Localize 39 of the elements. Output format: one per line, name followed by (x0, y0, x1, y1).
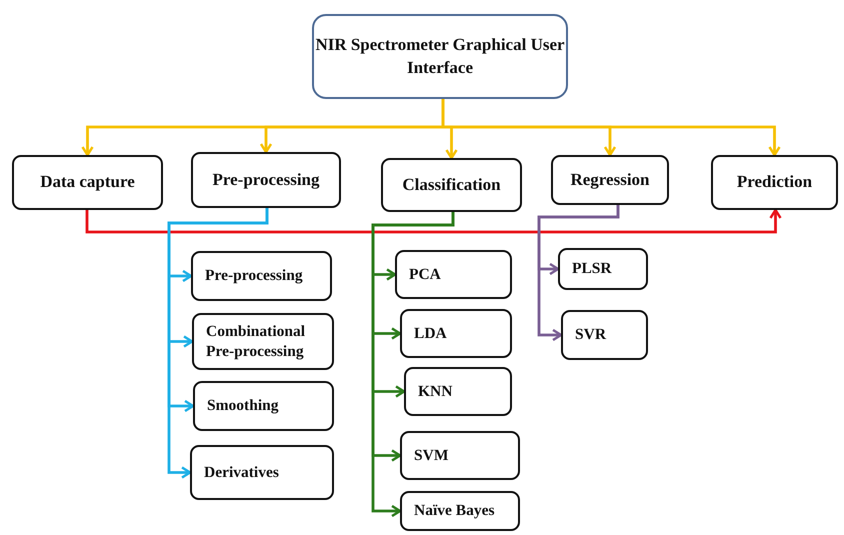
box-label: Pre-processing (212, 168, 320, 191)
connector-arrow (86, 208, 782, 234)
box-label: Classification (402, 174, 501, 196)
process-box (561, 310, 648, 360)
process-box (191, 251, 332, 301)
box-label: KNN (418, 382, 452, 402)
box-label: NIR Spectrometer Graphical User Interface (314, 34, 566, 78)
box-label: PCA (409, 264, 441, 284)
box-label: Combinational Pre-processing (206, 322, 306, 361)
box-label: SVM (414, 446, 448, 466)
process-box (12, 155, 163, 210)
box-label: Smoothing (207, 396, 278, 416)
process-box (192, 313, 334, 370)
process-box (400, 309, 512, 358)
title-box (312, 14, 568, 99)
box-label: PLSR (572, 259, 612, 279)
connector-arrow (168, 208, 268, 479)
box-label: LDA (414, 324, 447, 344)
process-box (400, 491, 520, 531)
process-box (381, 158, 522, 212)
connector-arrow (538, 205, 620, 342)
process-box (190, 445, 334, 500)
box-label: Pre-processing (205, 266, 303, 286)
process-box (193, 381, 334, 431)
box-label: SVR (575, 325, 606, 345)
box-label: Data capture (40, 171, 135, 194)
process-box (191, 152, 341, 208)
connector-arrow (372, 212, 454, 518)
process-box (558, 248, 648, 290)
box-label: Prediction (736, 171, 812, 194)
box-label: Regression (570, 168, 650, 191)
process-box (400, 431, 520, 480)
connector-arrow (442, 99, 781, 156)
box-label: Naïve Bayes (414, 501, 495, 521)
process-box (404, 367, 512, 416)
process-box (551, 155, 669, 205)
process-box (711, 155, 838, 210)
process-box (395, 250, 512, 299)
box-label: Derivatives (204, 462, 279, 482)
